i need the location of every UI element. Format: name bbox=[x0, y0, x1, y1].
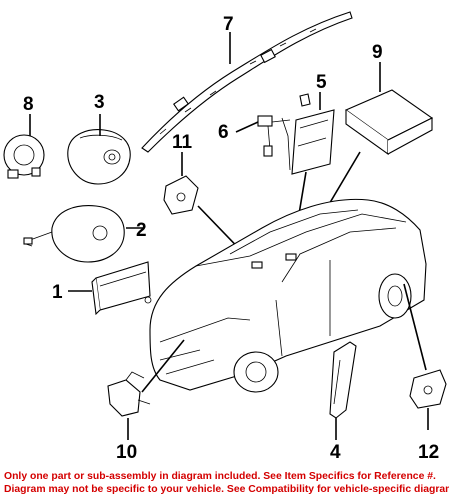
disclaimer-line-2: Diagram may not be specific to your vehi… bbox=[4, 484, 449, 495]
part-2-driver-airbag bbox=[23, 205, 125, 263]
callout-3: 3 bbox=[94, 92, 105, 113]
callout-7: 7 bbox=[223, 14, 234, 35]
part-4-pillar-trim bbox=[329, 341, 357, 419]
callout-5: 5 bbox=[316, 72, 327, 93]
part-11-impact-sensor bbox=[163, 175, 199, 215]
callout-4: 4 bbox=[330, 442, 341, 463]
callout-1: 1 bbox=[52, 282, 63, 303]
part-7-curtain-airbag bbox=[141, 11, 353, 153]
callout-6: 6 bbox=[218, 122, 229, 143]
callout-11: 11 bbox=[172, 132, 193, 153]
part-10-front-sensor bbox=[107, 371, 151, 417]
callout-9: 9 bbox=[372, 42, 383, 63]
part-12-side-sensor bbox=[409, 369, 447, 409]
part-9-control-module bbox=[344, 89, 434, 156]
part-8-clock-spring bbox=[3, 134, 45, 179]
disclaimer-footer: Only one part or sub-assembly in diagram… bbox=[0, 470, 449, 500]
leader-6 bbox=[235, 121, 259, 133]
part-3-driver-airbag bbox=[67, 129, 131, 185]
callout-10: 10 bbox=[116, 442, 137, 463]
vehicle-outline bbox=[149, 198, 427, 393]
part-5-side-airbag bbox=[291, 93, 335, 175]
disclaimer-line-1: Only one part or sub-assembly in diagram… bbox=[4, 471, 436, 482]
leader-10-car bbox=[141, 339, 185, 393]
callout-12: 12 bbox=[418, 442, 439, 463]
callout-2: 2 bbox=[136, 220, 147, 241]
leader-12-car bbox=[403, 283, 427, 371]
parts-diagram: 7 8 3 2 1 11 bbox=[3, 11, 447, 463]
callout-8: 8 bbox=[23, 94, 34, 115]
part-6-harness bbox=[257, 115, 291, 171]
part-1-passenger-airbag bbox=[91, 261, 152, 316]
